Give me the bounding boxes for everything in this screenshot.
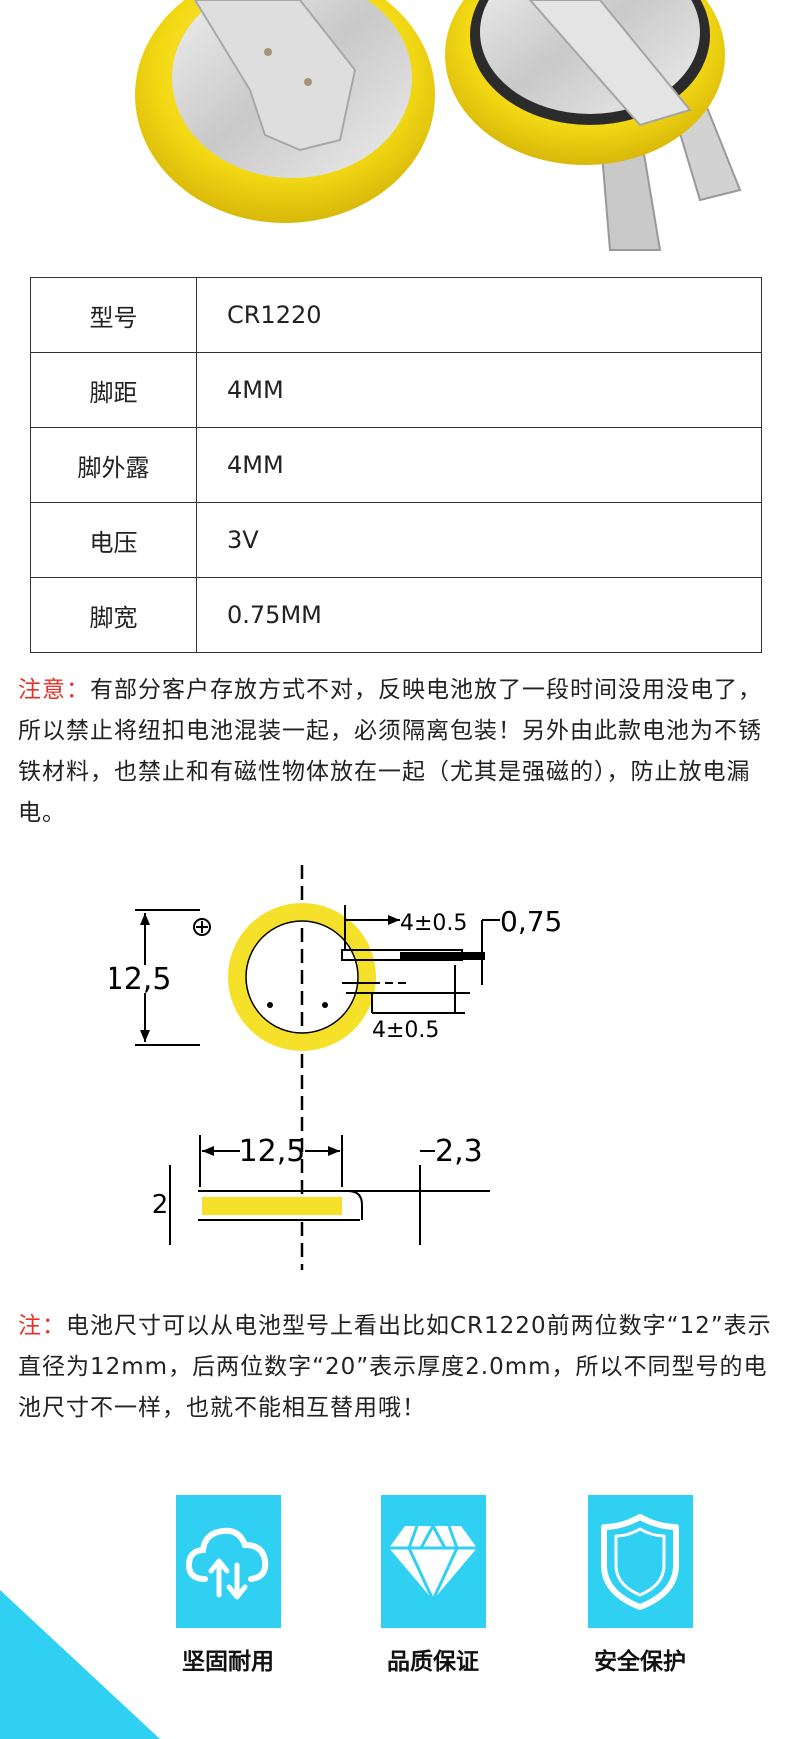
- product-photo: [0, 0, 790, 255]
- note-label: 注：: [18, 1313, 66, 1339]
- storage-warning-note: 注意：有部分客户存放方式不对，反映电池放了一段时间没用没电了，所以禁止将纽扣电池…: [18, 670, 778, 834]
- spec-table: 型号 CR1220 脚距 4MM 脚外露 4MM 电压 3V 脚宽 0.75MM: [30, 277, 762, 653]
- spec-key-pin-exposed: 脚外露: [30, 427, 197, 503]
- battery-top-view: [228, 903, 376, 1051]
- dim-pin-spacing: 4±0.5: [400, 911, 467, 936]
- feature-quality: 品质保证: [358, 1495, 508, 1676]
- dim-body-height: 2: [152, 1190, 169, 1220]
- table-row: 脚宽 0.75MM: [30, 577, 762, 653]
- dimension-drawing: 12,5 4±0.5 0,75 4±0.5 12,5 2 2,3: [110, 865, 562, 1270]
- spec-value-pin-spacing: 4MM: [196, 352, 762, 428]
- spec-value-model: CR1220: [196, 277, 762, 353]
- spec-value-voltage: 3V: [196, 502, 762, 578]
- feature-durable: 坚固耐用: [153, 1495, 303, 1676]
- battery-left: [135, 0, 435, 223]
- table-row: 电压 3V: [30, 502, 762, 578]
- dim-diameter-bottom: 12,5: [239, 1134, 306, 1169]
- feature-label: 安全保护: [594, 1649, 686, 1675]
- feature-label: 品质保证: [387, 1649, 479, 1675]
- feature-safety: 安全保护: [565, 1495, 715, 1676]
- note-text: 电池尺寸可以从电池型号上看出比如CR1220前两位数字“12”表示直径为12mm…: [18, 1313, 772, 1421]
- corner-decoration: [0, 1590, 160, 1739]
- size-explanation-note: 注：电池尺寸可以从电池型号上看出比如CR1220前两位数字“12”表示直径为12…: [18, 1306, 778, 1429]
- battery-side-view: [202, 1197, 342, 1215]
- dim-diameter-side: 12,5: [110, 962, 171, 997]
- spec-key-pin-width: 脚宽: [30, 577, 197, 653]
- dim-pin-exposed: 4±0.5: [372, 1018, 439, 1043]
- cloud-icon: [185, 1527, 269, 1599]
- dim-pin-width: 0,75: [500, 905, 562, 938]
- plus-icon: [193, 918, 211, 936]
- note-text: 有部分客户存放方式不对，反映电池放了一段时间没用没电了，所以禁止将纽扣电池混装一…: [18, 677, 762, 826]
- table-row: 型号 CR1220: [30, 277, 762, 353]
- feature-label: 坚固耐用: [182, 1649, 274, 1675]
- dim-total-height: 2,3: [435, 1134, 483, 1169]
- note-label: 注意：: [18, 677, 90, 703]
- table-row: 脚外露 4MM: [30, 427, 762, 503]
- spec-key-pin-spacing: 脚距: [30, 352, 197, 428]
- spec-key-model: 型号: [30, 277, 197, 353]
- diamond-icon: [389, 1524, 477, 1602]
- spec-value-pin-width: 0.75MM: [196, 577, 762, 653]
- spec-key-voltage: 电压: [30, 502, 197, 578]
- battery-right: [445, 0, 742, 251]
- spec-value-pin-exposed: 4MM: [196, 427, 762, 503]
- shield-icon: [601, 1513, 679, 1610]
- table-row: 脚距 4MM: [30, 352, 762, 428]
